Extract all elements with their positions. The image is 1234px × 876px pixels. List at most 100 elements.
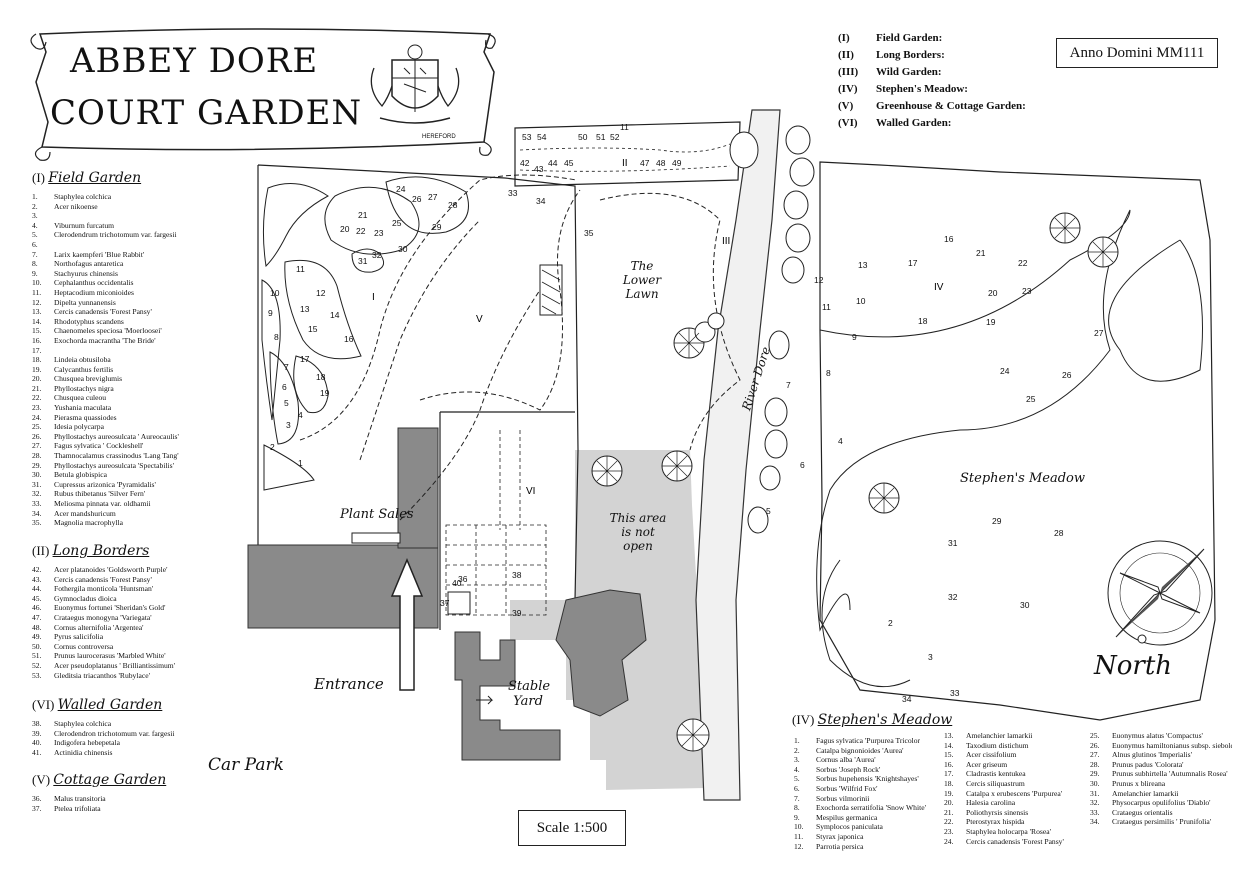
plant-list-item: 7.Sorbus vilmorinii [794, 793, 870, 803]
plant-position-number: 17 [908, 258, 918, 268]
plant-list-item: 27.Alnus glutinos 'Imperialis' [1090, 750, 1192, 760]
plant-list-item: 40.Indigofera hebepetala [32, 738, 120, 748]
plant-list-item: 13.Amelanchier lamarkii [944, 731, 1033, 740]
plant-position-number: 4 [838, 436, 843, 446]
plant-list-item: 25.Euonymus alatus 'Compactus' [1090, 731, 1203, 740]
plant-position-number: 27 [1094, 328, 1104, 338]
plant-list-item: 5.Sorbus hupehensis 'Knightshayes' [794, 774, 919, 784]
legend-row-5: (V)Greenhouse & Cottage Garden: [838, 100, 1026, 112]
stable-yard-label: Stable Yard [508, 679, 551, 709]
plant-position-number: 1 [298, 458, 303, 468]
plant-position-number: 14 [330, 310, 340, 320]
plant-list-item: 48.Cornus alternifolia 'Argentea' [32, 622, 144, 632]
date-box: Anno Domini MM111 [1056, 38, 1218, 68]
plant-list-item: 37.Ptelea trifoliata [32, 803, 101, 813]
plant-position-number: 21 [358, 210, 368, 220]
plant-list-item: 29.Prunus subhirtella 'Autumnalis Rosea' [1090, 769, 1228, 779]
plant-list-item: 19.Catalpa x erubescens 'Purpurea' [944, 788, 1063, 798]
plant-list-item: 6. [32, 239, 38, 249]
plant-list-item: 12.Parrotia persica [794, 841, 864, 851]
plant-position-number: 32 [948, 592, 958, 602]
plant-position-number: 2 [270, 442, 275, 452]
plant-list-item: 7.Larix kaempferi 'Blue Rabbit' [32, 249, 145, 259]
plant-position-number: 7 [284, 362, 289, 372]
plant-position-number: 25 [1026, 394, 1036, 404]
plant-position-number: 24 [396, 184, 406, 194]
plant-position-number: 7 [786, 380, 791, 390]
plant-list-item: 36.Malus transitoria [32, 794, 106, 803]
legend-row-3: (III)Wild Garden: [838, 66, 942, 78]
plant-list-item: 17. [32, 345, 42, 355]
plant-position-number: 51 [596, 132, 606, 142]
plant-position-number: 35 [584, 228, 594, 238]
title-line-1: ABBEY DORE [70, 41, 319, 81]
plant-list-item: 23.Yushania maculata [32, 403, 112, 413]
plant-list-item: 9.Mespilus germanica [794, 812, 878, 822]
plant-list-item: 16.Exochorda macrantha 'The Bride' [32, 335, 156, 345]
plant-list-item: 35.Magnolia macrophylla [32, 518, 123, 528]
plant-position-number: 9 [268, 308, 273, 318]
plant-list-item: 2.Acer nikoense [32, 201, 98, 211]
title-line-2: COURT GARDEN [50, 93, 363, 133]
plant-position-number: 40 [452, 578, 462, 588]
coat-of-arms-icon [370, 44, 460, 124]
plant-position-number: 27 [428, 192, 438, 202]
plant-list-item: 39.Clerodendron trichotomum var. fargesi… [32, 728, 175, 738]
plant-list-item: 8.Exochorda serratifolia 'Snow White' [794, 803, 926, 813]
long-borders-plant-list: 42.Acer platanoides 'Goldsworth Purple'4… [32, 565, 242, 680]
lower-lawn-label: The Lower Lawn [622, 259, 662, 301]
plant-list-item: 25.Idesia polycarpa [32, 422, 104, 432]
entrance-label: Entrance [314, 675, 384, 693]
plant-list-item: 15.Chaenomeles speciosa 'Moerloosei' [32, 326, 162, 336]
plant-position-number: 30 [1020, 600, 1030, 610]
plant-position-number: 2 [888, 618, 893, 628]
plant-position-number: 13 [300, 304, 310, 314]
plant-position-number: 44 [548, 158, 558, 168]
plant-list-item: 5.Clerodendrum trichotomum var. fargesii [32, 230, 177, 240]
plant-position-number: 26 [412, 194, 422, 204]
plant-position-number: 37 [440, 598, 450, 608]
plant-list-item: 14.Rhodotyphus scandens [32, 316, 124, 326]
plant-position-number: 12 [316, 288, 326, 298]
plant-list-item: 53.Gleditsia triacanthos 'Rubylace' [32, 670, 150, 680]
plant-list-item: 31.Amelanchier lamarkii [1090, 788, 1179, 798]
plant-list-item: 1.Staphylea colchica [32, 192, 112, 201]
plant-position-number: 36 [458, 574, 468, 584]
plant-position-number: 20 [988, 288, 998, 298]
section-heading: (II) Long Borders [32, 543, 150, 559]
plant-list-item: 43.Cercis canadensis 'Forest Pansy' [32, 574, 152, 584]
plant-position-number: 5 [284, 398, 289, 408]
section-heading: (V) Cottage Garden [32, 772, 167, 788]
plant-position-number: 31 [358, 256, 368, 266]
plant-list-item: 10.Cephalanthus occidentalis [32, 278, 134, 288]
plant-position-number: 50 [578, 132, 588, 142]
plant-position-number: 16 [344, 334, 354, 344]
plant-list-item: 33.Meliosma pinnata var. oldhamii [32, 499, 151, 508]
plant-position-number: 19 [986, 317, 996, 327]
plant-position-number: 22 [356, 226, 366, 236]
plant-list-item: 20.Halesia carolina [944, 798, 1016, 808]
plant-list-item: 14.Taxodium distichum [944, 740, 1029, 750]
plant-list-item: 15.Acer cissifolium [944, 750, 1017, 760]
plant-sales-label: Plant Sales [340, 507, 414, 522]
plant-list-item: 32.Physocarpus opulifolius 'Diablo' [1090, 798, 1211, 808]
plant-list-item: 41.Actinidia chinensis [32, 747, 113, 757]
plant-list-item: 18.Lindeia obtusiloba [32, 355, 111, 365]
plant-position-number: 29 [992, 516, 1002, 526]
plant-list-item: 8.Northofagus antaretica [32, 259, 124, 269]
plant-position-number: 28 [1054, 528, 1064, 538]
plant-list-item: 22.Pterostyrax hispida [944, 817, 1025, 827]
plant-list-item: 16.Acer griseum [944, 759, 1008, 769]
plant-position-number: 53 [522, 132, 532, 142]
car-park-label: Car Park [208, 755, 284, 775]
plant-list-item: 23.Staphylea holocarpa 'Rosea' [944, 826, 1051, 836]
plant-position-number: 52 [610, 132, 620, 142]
plant-position-number: 22 [1018, 258, 1028, 268]
